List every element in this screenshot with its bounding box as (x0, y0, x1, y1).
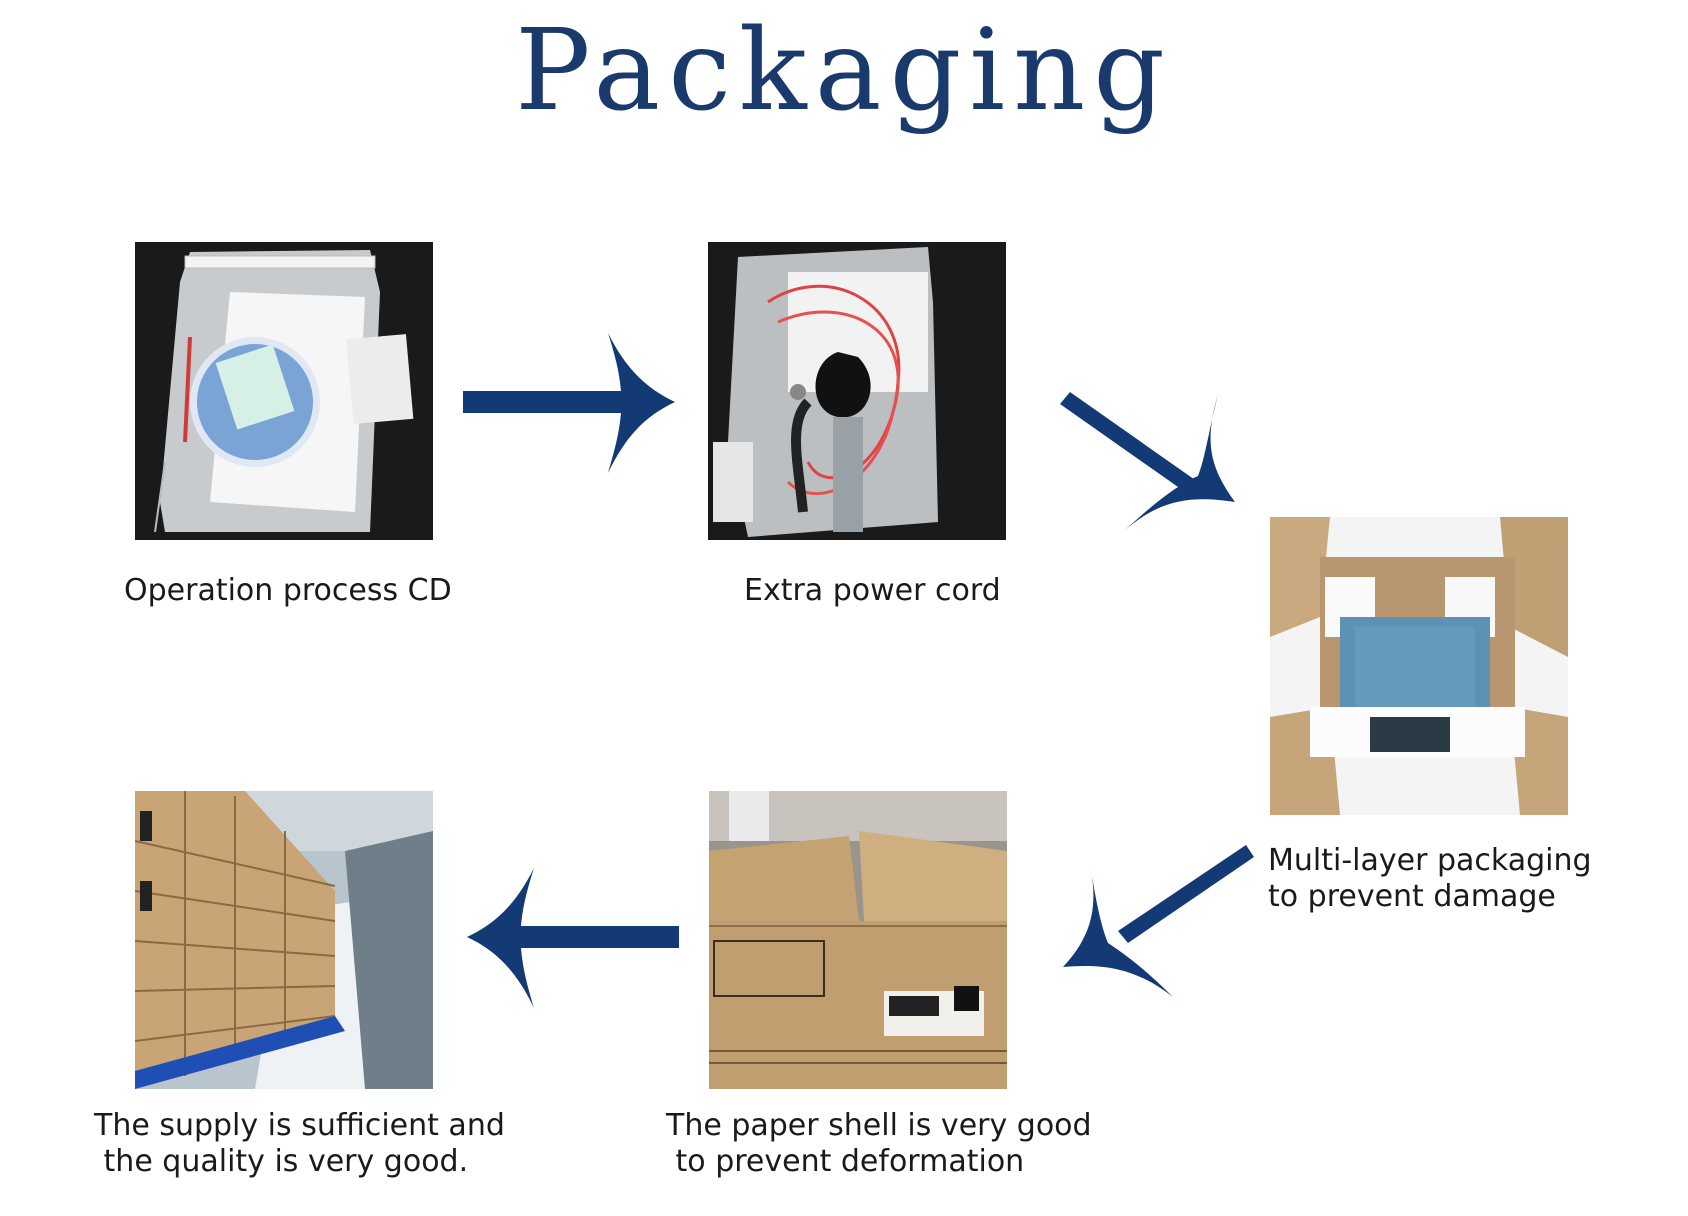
caption-paper-shell: The paper shell is very good to prevent … (666, 1108, 1092, 1179)
caption-multi-layer-packaging: Multi-layer packaging to prevent damage (1268, 843, 1592, 914)
photo-paper-shell (709, 791, 1007, 1089)
caption-operation-cd: Operation process CD (124, 573, 452, 608)
arrow-left-icon (467, 868, 679, 1008)
arrow-right-icon (463, 333, 675, 473)
caption-warehouse-supply: The supply is sufficient and the quality… (94, 1108, 505, 1179)
arrow-down-right-icon (1060, 392, 1235, 530)
photo-operation-cd (135, 242, 433, 540)
arrow-down-left-icon (1063, 845, 1254, 997)
photo-power-cord (708, 242, 1006, 540)
page-title: Packaging (515, 6, 1173, 136)
photo-warehouse-supply (135, 791, 433, 1089)
photo-multi-layer-packaging (1270, 517, 1568, 815)
caption-power-cord: Extra power cord (744, 573, 1001, 608)
